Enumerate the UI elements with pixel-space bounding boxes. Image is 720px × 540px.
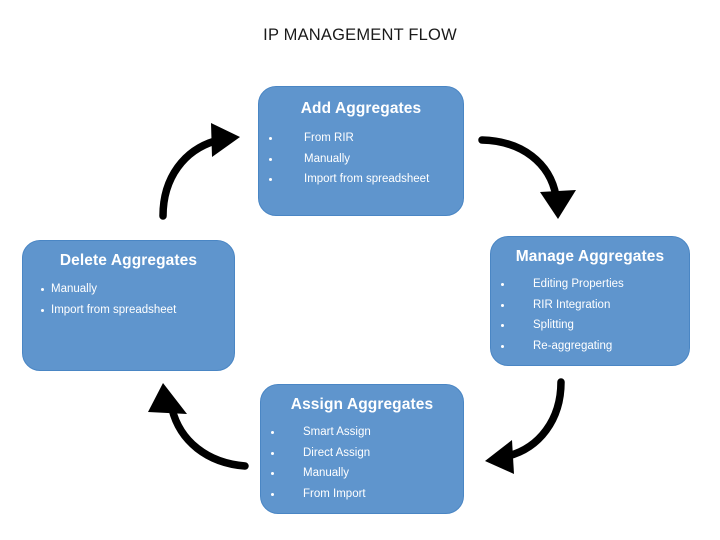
list-item: RIR Integration [491,295,689,316]
list-item: Splitting [491,315,689,336]
arrow-add-to-manage [478,136,576,219]
list-item-label: Smart Assign [303,426,371,438]
bullet-dot-icon [41,308,44,312]
bullet-dot-icon [271,451,274,455]
list-item: From RIR [259,128,463,149]
list-item-label: Re-aggregating [533,339,613,352]
list-item-label: Manually [303,467,350,479]
list-item: Import from spreadsheet [259,169,463,190]
list-item: Manually [23,279,234,300]
bullet-dot-icon [501,303,504,307]
bullet-dot-icon [501,344,504,348]
list-item-label: Manually [51,283,98,295]
node-delete-aggregates[interactable]: Delete Aggregates Manually Import from s… [22,240,235,371]
list-item-label: Import from spreadsheet [304,173,430,185]
list-item-label: Editing Properties [533,278,624,290]
node-manage-title: Manage Aggregates [515,248,665,265]
list-item-label: From RIR [304,132,354,144]
node-manage-aggregates[interactable]: Manage Aggregates Editing Properties RIR… [490,236,690,366]
bullet-dot-icon [271,431,274,434]
node-add-aggregates[interactable]: Add Aggregates From RIR Manually Import … [258,86,464,216]
node-delete-bullet-list: Manually Import from spreadsheet [23,279,234,320]
bullet-dot-icon [269,137,272,140]
list-item: Editing Properties [491,274,689,295]
node-assign-aggregates[interactable]: Assign Aggregates Smart Assign Direct As… [260,384,464,514]
bullet-dot-icon [501,324,504,327]
node-add-bullet-list: From RIR Manually Import from spreadshee… [259,128,463,190]
list-item: Re-aggregating [491,336,689,357]
arrow-assign-to-delete [148,383,249,470]
list-item: Manually [261,463,463,484]
list-item-label: Direct Assign [303,446,371,459]
list-item: Import from spreadsheet [23,300,234,321]
node-manage-bullet-list: Editing Properties RIR Integration Split… [491,274,689,356]
arrow-manage-to-assign [485,378,565,474]
list-item-label: RIR Integration [533,298,611,311]
list-item: Direct Assign [261,443,463,464]
page-title: IP MANAGEMENT FLOW [263,26,457,44]
list-item: From Import [261,484,463,505]
bullet-dot-icon [269,157,272,161]
list-item-label: From Import [303,487,366,500]
node-add-title: Add Aggregates [300,100,422,117]
list-item-label: Import from spreadsheet [51,303,177,316]
list-item: Smart Assign [261,422,463,443]
bullet-dot-icon [41,288,44,291]
bullet-dot-icon [501,283,504,286]
list-item-label: Manually [304,152,351,165]
arrow-delete-to-add [159,123,240,220]
bullet-dot-icon [269,178,272,181]
list-item: Manually [259,149,463,170]
node-assign-title: Assign Aggregates [290,396,434,413]
list-item-label: Splitting [533,319,574,331]
bullet-dot-icon [271,472,274,475]
bullet-dot-icon [271,492,274,496]
node-assign-bullet-list: Smart Assign Direct Assign Manually From… [261,422,463,504]
node-delete-title: Delete Aggregates [59,252,198,269]
